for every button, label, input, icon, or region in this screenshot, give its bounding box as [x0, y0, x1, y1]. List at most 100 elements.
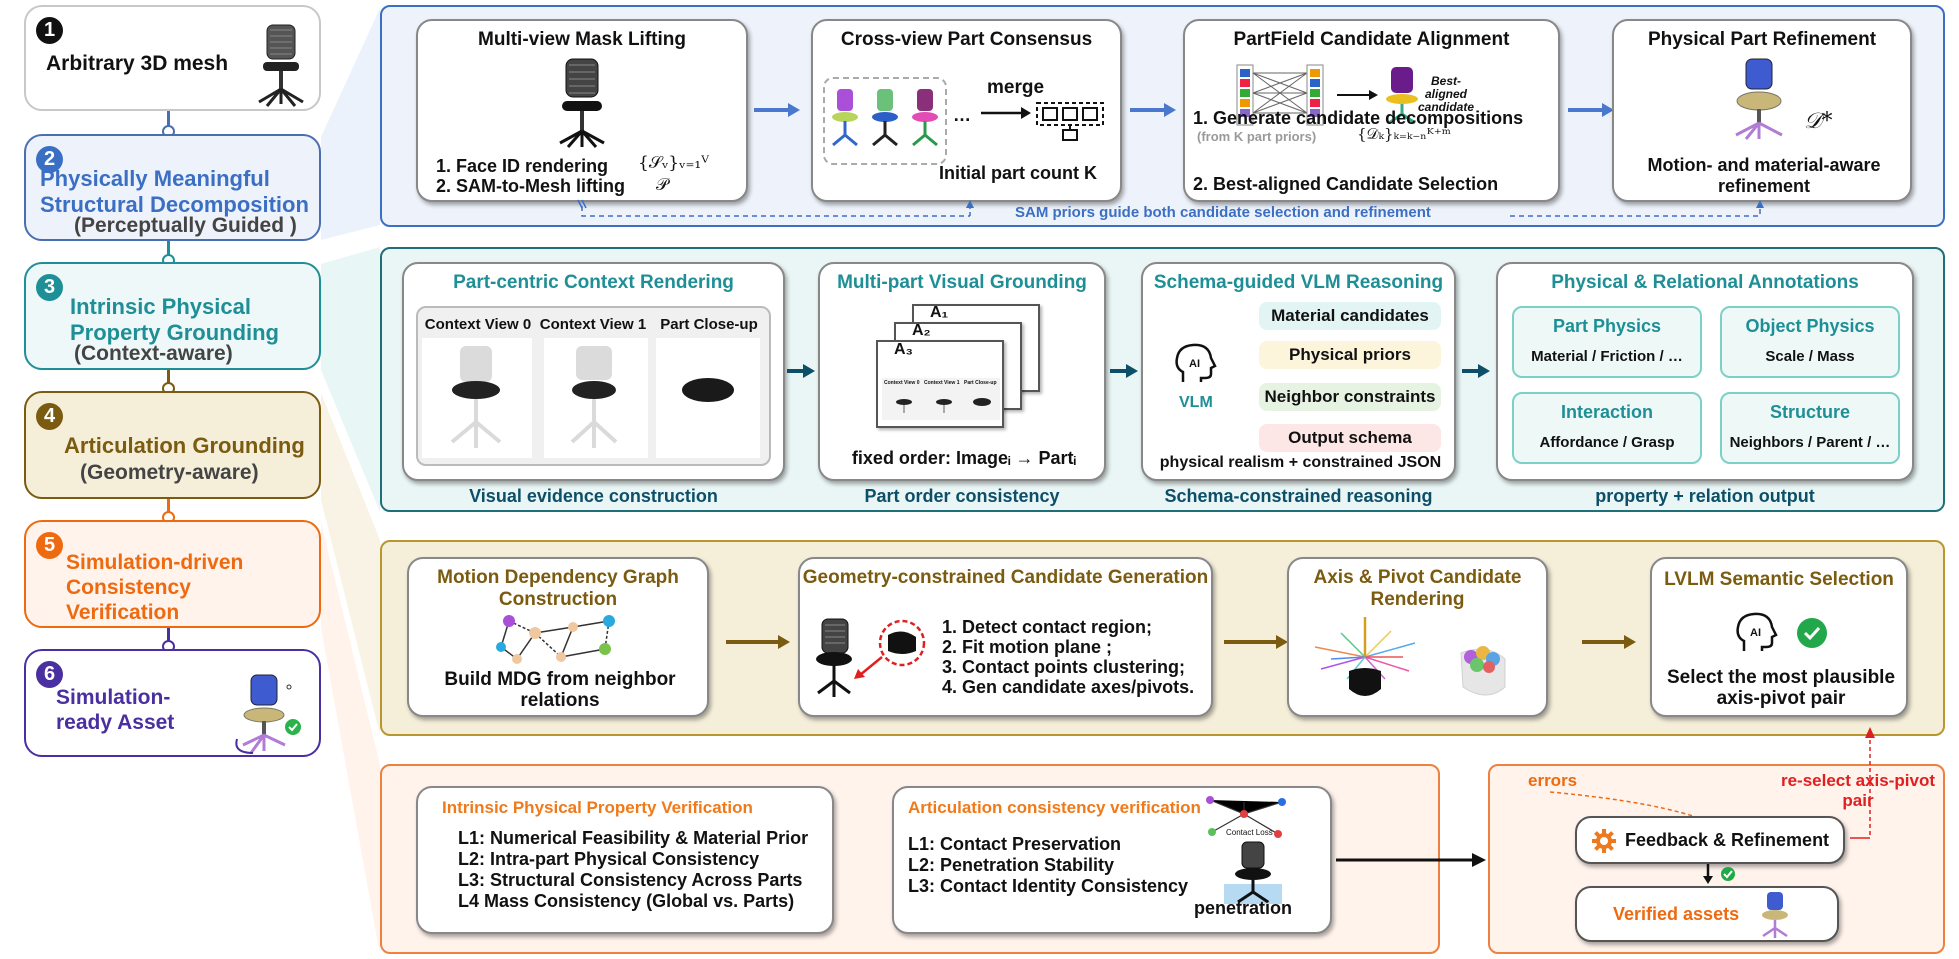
best-aligned-label: Best-aligned candidate — [1417, 74, 1474, 114]
generation-steps: 1. Detect contact region; 2. Fit motion … — [942, 617, 1194, 697]
level-line: L1: Numerical Feasibility & Material Pri… — [458, 828, 809, 848]
mdg-desc: Build MDG from neighbor relations — [444, 669, 676, 711]
flow-arrow — [1582, 635, 1636, 649]
stage-title: Arbitrary 3D mesh — [46, 52, 229, 75]
contact-region-icon — [816, 618, 926, 697]
interaction-box: Interaction Affordance / Grasp — [1512, 392, 1702, 464]
stack-sheet-front: Context View 0 Context View 1 Part Close… — [876, 340, 1004, 428]
step-sam-lifting: 2. SAM-to-Mesh lifting — [436, 176, 625, 196]
cross-view-consensus-card: Cross-view Part Consensus … merge Initia… — [811, 19, 1122, 202]
stage-title: Intrinsic Physical Property Grounding — [70, 294, 279, 345]
physical-priors-pill: Physical priors — [1259, 341, 1441, 369]
math-sv: {𝒮ᵥ}ᵥ₌₁ⱽ — [638, 153, 709, 173]
from-k-priors: (from K part priors) — [1197, 129, 1317, 144]
stage-title: Simulation-driven Consistency Verificati… — [66, 551, 244, 624]
ellipsis: … — [953, 105, 971, 125]
card-title: Articulation consistency verification — [908, 798, 1201, 817]
stage-1: 1 Arbitrary 3D mesh — [24, 5, 321, 111]
refined-chair-icon — [1735, 58, 1783, 140]
neighbor-constraints-pill: Neighbor constraints — [1259, 383, 1441, 411]
down-arrow-check — [1703, 864, 1735, 884]
merge-label: merge — [987, 77, 1045, 98]
math-dstar: 𝒟* — [1804, 109, 1833, 134]
structure-box: Structure Neighbors / Parent / … — [1720, 392, 1900, 464]
candidate-generation-card: Geometry-constrained Candidate Generatio… — [798, 557, 1213, 717]
flow-arrow — [1336, 853, 1486, 867]
view-label: Part Close-up — [660, 316, 758, 333]
level-line: L3: Contact Identity Consistency — [908, 876, 1189, 896]
errors-label: errors — [1528, 771, 1578, 790]
stage-subtitle: (Geometry-aware) — [80, 461, 259, 484]
stage-subtitle: (Context-aware) — [74, 342, 233, 365]
stage-4: 4 Articulation Grounding (Geometry-aware… — [24, 391, 321, 499]
view-group — [823, 77, 947, 165]
physical-part-refinement-card: Physical Part Refinement 𝒟* Motion- and … — [1612, 19, 1912, 202]
box-body: Affordance / Grasp — [1539, 434, 1675, 451]
mdg-graph-icon — [496, 615, 615, 664]
connector-2-3 — [167, 240, 170, 264]
fixed-order: fixed order: Imageᵢ → Partᵢ — [851, 448, 1077, 468]
merge-arrow — [981, 102, 1104, 141]
ai-head-icon — [1736, 612, 1778, 651]
feedback-refinement-button[interactable]: Feedback & Refinement — [1575, 816, 1845, 864]
verified-assets-box: Verified assets — [1575, 886, 1839, 942]
mdg-construction-card: Motion Dependency Graph Construction Bui… — [407, 557, 709, 717]
level-line: L2: Intra-part Physical Consistency — [458, 849, 760, 869]
verified-chair-icon — [1762, 892, 1788, 938]
flow-arrow — [787, 364, 815, 378]
level-line: L1: Contact Preservation — [908, 834, 1122, 854]
vlm-label: VLM — [1179, 394, 1213, 411]
initial-part-count: Initial part count K — [939, 163, 1098, 183]
mini-label: Context View 0 — [884, 380, 920, 386]
flow-arrow — [1224, 635, 1288, 649]
card-title: Schema-guided VLM Reasoning — [1153, 272, 1444, 293]
stage-2: 2 Physically Meaningful Structural Decom… — [24, 134, 321, 241]
stage-number: 6 — [36, 661, 63, 688]
stage-subtitle: (Perceptually Guided ) — [74, 214, 297, 237]
axis-pivot-rendering-card: Axis & Pivot Candidate Rendering — [1287, 557, 1548, 717]
ai-head-icon — [1175, 343, 1217, 382]
network-diagram — [1236, 64, 1418, 126]
vlm-reasoning-card: Schema-guided VLM Reasoning AI VLM Mater… — [1141, 262, 1456, 481]
sim-ready-chair-icon — [235, 674, 301, 754]
card-title: Multi-view Mask Lifting — [478, 29, 686, 50]
connector-5-6 — [167, 627, 170, 651]
stage-number: 5 — [36, 532, 63, 559]
context-view-images — [422, 338, 760, 458]
context-rendering-card: Part-centric Context Rendering Context V… — [402, 262, 785, 481]
flow-arrow — [726, 635, 790, 649]
card-title: Intrinsic Physical Property Verification — [442, 798, 753, 817]
mini-label: Context View 1 — [924, 380, 960, 386]
math-p: 𝒫 — [656, 175, 669, 195]
reselect-label: re-select axis-pivot pair — [1780, 771, 1935, 810]
check-icon — [1797, 618, 1827, 648]
lvlm-selection-card: LVLM Semantic Selection AI Select the mo… — [1650, 557, 1908, 717]
card-title: PartField Candidate Alignment — [1233, 29, 1510, 50]
mini-images — [896, 398, 991, 413]
verified-label: Verified assets — [1613, 904, 1740, 924]
selection-desc: Select the most plausible axis-pivot pai… — [1666, 667, 1896, 709]
card-title: Part-centric Context Rendering — [453, 272, 734, 293]
contact-loss-graph — [1206, 796, 1286, 838]
visual-grounding-card: Multi-part Visual Grounding Context View… — [818, 262, 1106, 481]
articulation-levels: L1: Contact Preservation L2: Penetration… — [908, 834, 1188, 897]
caption: property + relation output — [1595, 486, 1815, 506]
card-title: Cross-view Part Consensus — [840, 29, 1093, 50]
stage-3: 3 Intrinsic Physical Property Grounding … — [24, 262, 321, 370]
card-title: Axis & Pivot Candidate Rendering — [1313, 567, 1522, 610]
connector-1-2 — [167, 110, 170, 136]
penetration-label: penetration — [1194, 898, 1293, 918]
caption: Visual evidence construction — [469, 486, 718, 506]
step-line: 4. Gen candidate axes/pivots. — [942, 677, 1195, 697]
property-verification-card: Intrinsic Physical Property Verification… — [416, 786, 834, 934]
axis-candidates-render — [1314, 617, 1506, 696]
flow-arrow — [1130, 103, 1176, 117]
card-title: Physical & Relational Annotations — [1551, 272, 1859, 293]
view-label: Context View 0 — [424, 316, 532, 333]
stage-number: 2 — [36, 146, 63, 173]
gear-icon — [1592, 829, 1616, 853]
connector-3-4 — [167, 369, 170, 393]
level-line: L2: Penetration Stability — [908, 855, 1115, 875]
step-face-id: 1. Face ID rendering — [436, 156, 609, 176]
sam-guide-lines — [577, 199, 1764, 217]
